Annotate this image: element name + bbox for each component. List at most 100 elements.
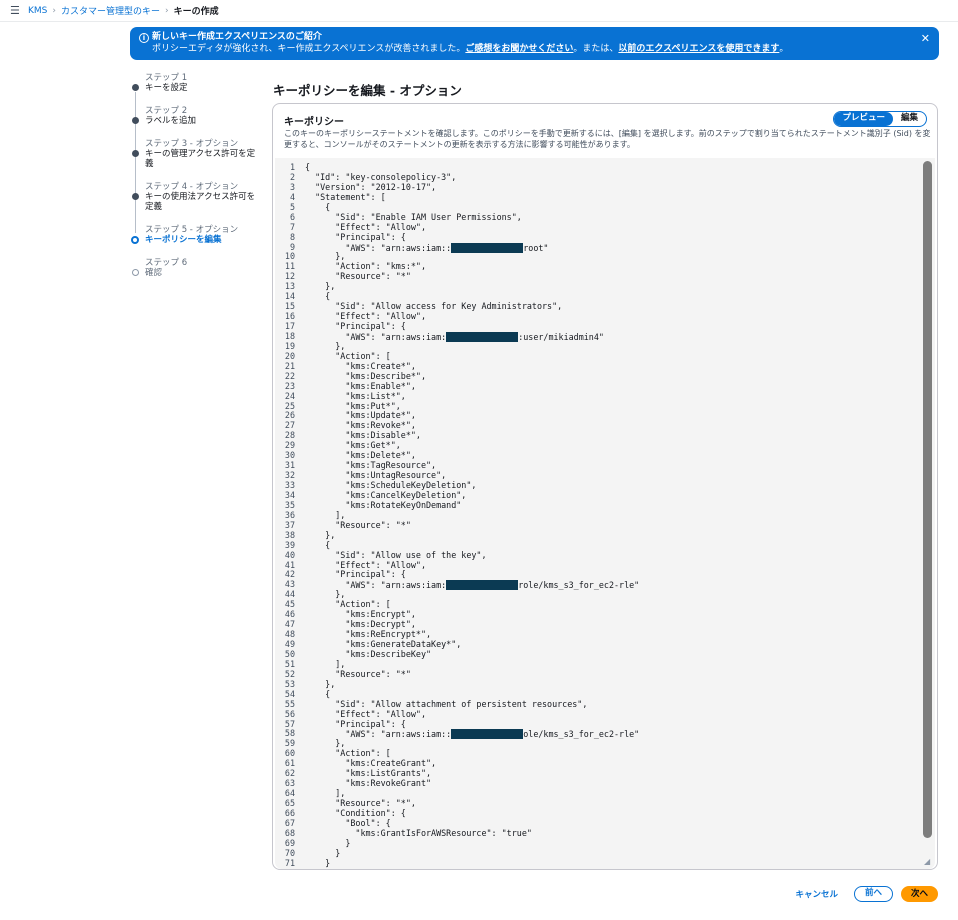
- line-number: 34: [284, 489, 295, 500]
- page-title: キーポリシーを編集 - オプション: [273, 83, 462, 98]
- next-button[interactable]: 次へ: [900, 886, 938, 902]
- code-text: "Sid": "Allow use of the key",: [305, 549, 487, 560]
- code-line: 69 }: [275, 838, 639, 849]
- line-number: 64: [284, 788, 295, 799]
- step-6[interactable]: ステップ 6 確認: [130, 258, 260, 285]
- code-line: 37 "Resource": "*": [275, 519, 639, 531]
- code-line: 29 "kms:Get*",: [275, 440, 639, 451]
- line-number: 29: [284, 440, 295, 451]
- line-number: 30: [284, 450, 295, 461]
- code-text: "kms:Update*",: [305, 410, 416, 421]
- code-text: }: [305, 857, 331, 868]
- redaction-block: [446, 580, 519, 591]
- step-1[interactable]: ステップ 1 キーを設定: [130, 73, 260, 100]
- step-label: ステップ 6: [145, 258, 188, 268]
- line-number: 50: [284, 648, 295, 659]
- line-number: 24: [284, 390, 295, 401]
- line-number: 20: [284, 350, 295, 361]
- code-line: 36 ],: [275, 510, 639, 521]
- code-line: 24 "kms:List*",: [275, 390, 639, 402]
- code-text: "Sid": "Allow access for Key Administrat…: [305, 301, 563, 312]
- close-icon[interactable]: ✕: [920, 32, 930, 45]
- step-dot: [132, 193, 139, 200]
- code-line: 11 "Action": "kms:*",: [275, 261, 639, 272]
- code-text: "kms:TagResource",: [305, 460, 437, 471]
- line-number: 54: [284, 688, 295, 699]
- line-number: 7: [289, 221, 295, 232]
- line-number: 68: [284, 827, 295, 838]
- line-number: 10: [284, 251, 295, 262]
- code-text: "Version": "2012-10-17",: [305, 181, 437, 192]
- cancel-button[interactable]: キャンセル: [795, 890, 838, 900]
- info-icon: i: [139, 33, 149, 43]
- code-text: },: [305, 589, 346, 600]
- code-line: 65 "Resource": "*",: [275, 798, 639, 809]
- code-line: 55 "Sid": "Allow attachment of persisten…: [275, 699, 639, 710]
- code-line: 34 "kms:CancelKeyDeletion",: [275, 489, 639, 501]
- step-dot: [132, 150, 139, 157]
- line-number: 60: [284, 748, 295, 759]
- code-line: 39 {: [275, 539, 639, 551]
- scrollbar-thumb[interactable]: [923, 161, 932, 838]
- line-number: 25: [284, 400, 295, 411]
- code-line: 40 "Sid": "Allow use of the key",: [275, 549, 639, 561]
- step-2[interactable]: ステップ 2 ラベルを追加: [130, 106, 260, 133]
- code-line: 20 "Action": [: [275, 350, 639, 362]
- line-number: 15: [284, 301, 295, 312]
- previous-experience-link[interactable]: 以前のエクスペリエンスを使用できます: [618, 44, 780, 54]
- code-line: 35 "kms:RotateKeyOnDemand": [275, 500, 639, 511]
- code-text: "Resource": "*": [305, 519, 411, 530]
- step-4[interactable]: ステップ 4 - オプション キーの使用法アクセス許可を定義: [130, 182, 260, 219]
- policy-code-viewer[interactable]: 1{2 "Id": "key-consolepolicy-3",3 "Versi…: [275, 158, 935, 869]
- line-number: 49: [284, 639, 295, 649]
- step-5[interactable]: ステップ 5 - オプション キーポリシーを編集: [130, 225, 260, 252]
- code-text: "Action": [: [305, 748, 391, 759]
- step-dot-current: [131, 236, 139, 244]
- view-mode-toggle: プレビュー 編集: [833, 111, 927, 127]
- breadcrumb-kms[interactable]: KMS: [28, 5, 48, 16]
- step-label: ステップ 4 - オプション: [145, 182, 239, 192]
- code-line: 21 "kms:Create*",: [275, 360, 639, 372]
- line-number: 53: [284, 678, 295, 689]
- scrollbar[interactable]: [923, 161, 932, 838]
- line-number: 23: [284, 380, 295, 391]
- line-number: 58: [284, 728, 295, 739]
- code-text: },: [305, 738, 346, 749]
- code-line: 54 {: [275, 688, 639, 700]
- line-number: 16: [284, 311, 295, 322]
- edit-toggle-button[interactable]: 編集: [900, 113, 918, 123]
- code-text: "kms:CancelKeyDeletion",: [305, 489, 467, 500]
- code-text: {: [305, 688, 331, 699]
- code-line: 48 "kms:ReEncrypt*",: [275, 629, 639, 640]
- code-line: 71 }: [275, 857, 639, 869]
- line-number: 46: [284, 609, 295, 620]
- code-line: 64 ],: [275, 788, 639, 799]
- preview-toggle-button[interactable]: プレビュー: [834, 112, 893, 126]
- line-number: 12: [284, 271, 295, 282]
- line-number: 56: [284, 708, 295, 719]
- code-line: 38 },: [275, 530, 639, 541]
- menu-icon[interactable]: ☰: [10, 4, 20, 17]
- line-number: 21: [284, 360, 295, 371]
- code-text: "kms:List*",: [305, 390, 406, 401]
- code-line: 4 "Statement": [: [275, 192, 639, 203]
- code-text: "kms:DescribeKey": [305, 648, 432, 659]
- code-text: "Action": [: [305, 350, 391, 361]
- step-label: ステップ 5 - オプション: [145, 225, 239, 235]
- code-text: ],: [305, 788, 346, 799]
- code-line: 27 "kms:Revoke*",: [275, 420, 639, 431]
- code-text: "Resource": "*",: [305, 798, 416, 808]
- previous-button[interactable]: 前へ: [853, 886, 893, 902]
- breadcrumb-customer-managed-keys[interactable]: カスタマー管理型のキー: [61, 7, 161, 17]
- step-3[interactable]: ステップ 3 - オプション キーの管理アクセス許可を定義: [130, 139, 260, 176]
- feedback-link[interactable]: ご感想をお聞かせください: [465, 44, 574, 54]
- code-text: "kms:Encrypt",: [305, 609, 416, 620]
- chevron-right-icon: ›: [52, 5, 56, 16]
- code-text: "kms:Enable*",: [305, 380, 416, 391]
- resize-handle-icon[interactable]: ◢: [924, 857, 931, 866]
- line-number: 14: [284, 291, 295, 302]
- code-text: {: [305, 539, 331, 550]
- code-text: "kms:Delete*",: [305, 450, 416, 461]
- redaction-block: [451, 242, 524, 253]
- code-line: 61 "kms:CreateGrant",: [275, 758, 639, 769]
